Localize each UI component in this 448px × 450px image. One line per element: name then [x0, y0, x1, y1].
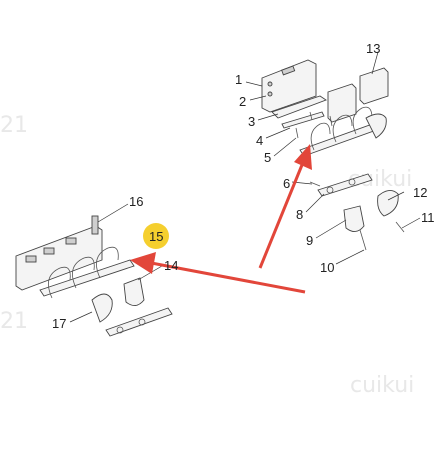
- left-assembly: [15, 215, 173, 337]
- label-12: 12: [413, 185, 427, 200]
- tooth-9: [343, 205, 365, 232]
- bolt: [329, 115, 333, 127]
- auger-loop: [48, 266, 71, 299]
- left-auger-shaft: [39, 259, 135, 297]
- plate-3: [271, 95, 327, 119]
- label-2: 2: [239, 94, 246, 109]
- callout-highlight-15: [143, 223, 169, 249]
- arrow-up-head: [294, 144, 312, 170]
- shaft-bolt: [326, 186, 334, 194]
- pointer-arrows: [130, 144, 312, 294]
- arrow-up-shaft: [258, 159, 306, 269]
- shaft-bolt: [348, 178, 356, 186]
- housing-slot: [65, 237, 77, 245]
- label-10: 10: [320, 260, 334, 275]
- label-15: 15: [149, 229, 163, 244]
- cover-plate: [261, 59, 317, 113]
- arrow-left-shaft: [145, 260, 306, 294]
- label-16: 16: [129, 194, 143, 209]
- part-labels: 1 2 3 4 5 6 8 9 10 11 12 13 14 15 16 17: [52, 41, 435, 331]
- label-1: 1: [235, 72, 242, 87]
- shield-13: [359, 67, 389, 105]
- cover-slot: [281, 65, 296, 76]
- watermark-21-bottom: 21: [0, 309, 28, 334]
- label-11: 11: [421, 210, 435, 225]
- shaft-bolt: [116, 326, 124, 334]
- auger-loop: [332, 114, 353, 143]
- bracket-16: [91, 215, 99, 235]
- bolt-5: [295, 127, 299, 139]
- bar-4: [281, 111, 325, 129]
- label-5: 5: [264, 150, 271, 165]
- watermark-21-top: 21: [0, 113, 28, 138]
- label-3: 3: [248, 114, 255, 129]
- label-13: 13: [366, 41, 380, 56]
- label-9: 9: [306, 233, 313, 248]
- shaft-bolt: [138, 318, 146, 326]
- bolt: [309, 111, 313, 121]
- auger-tooth: [365, 113, 387, 139]
- tooth-12: [377, 190, 399, 217]
- auger-loop: [96, 246, 119, 279]
- label-14: 14: [164, 258, 178, 273]
- shield-mid: [327, 83, 357, 123]
- housing-slot: [43, 247, 55, 255]
- label-4: 4: [256, 133, 263, 148]
- tooth-14: [123, 277, 145, 306]
- bolt-6: [309, 181, 321, 187]
- cover-bolt: [267, 91, 273, 97]
- leader-lines: [69, 51, 421, 323]
- cover-bolt: [267, 81, 273, 87]
- watermark-cuikui-bottom: cuikui: [350, 373, 414, 398]
- auger-loop: [72, 256, 95, 289]
- housing-slot: [25, 255, 37, 263]
- auger-loop: [310, 122, 331, 151]
- upper-auger-shaft: [299, 121, 383, 157]
- bolt-11: [395, 221, 405, 233]
- bolt-10: [359, 229, 367, 251]
- label-8: 8: [296, 207, 303, 222]
- label-17: 17: [52, 316, 66, 331]
- tooth-17: [91, 293, 113, 323]
- right-assembly: [261, 59, 405, 251]
- auger-loop: [352, 106, 373, 135]
- label-6: 6: [283, 176, 290, 191]
- arrow-left-head: [130, 252, 156, 274]
